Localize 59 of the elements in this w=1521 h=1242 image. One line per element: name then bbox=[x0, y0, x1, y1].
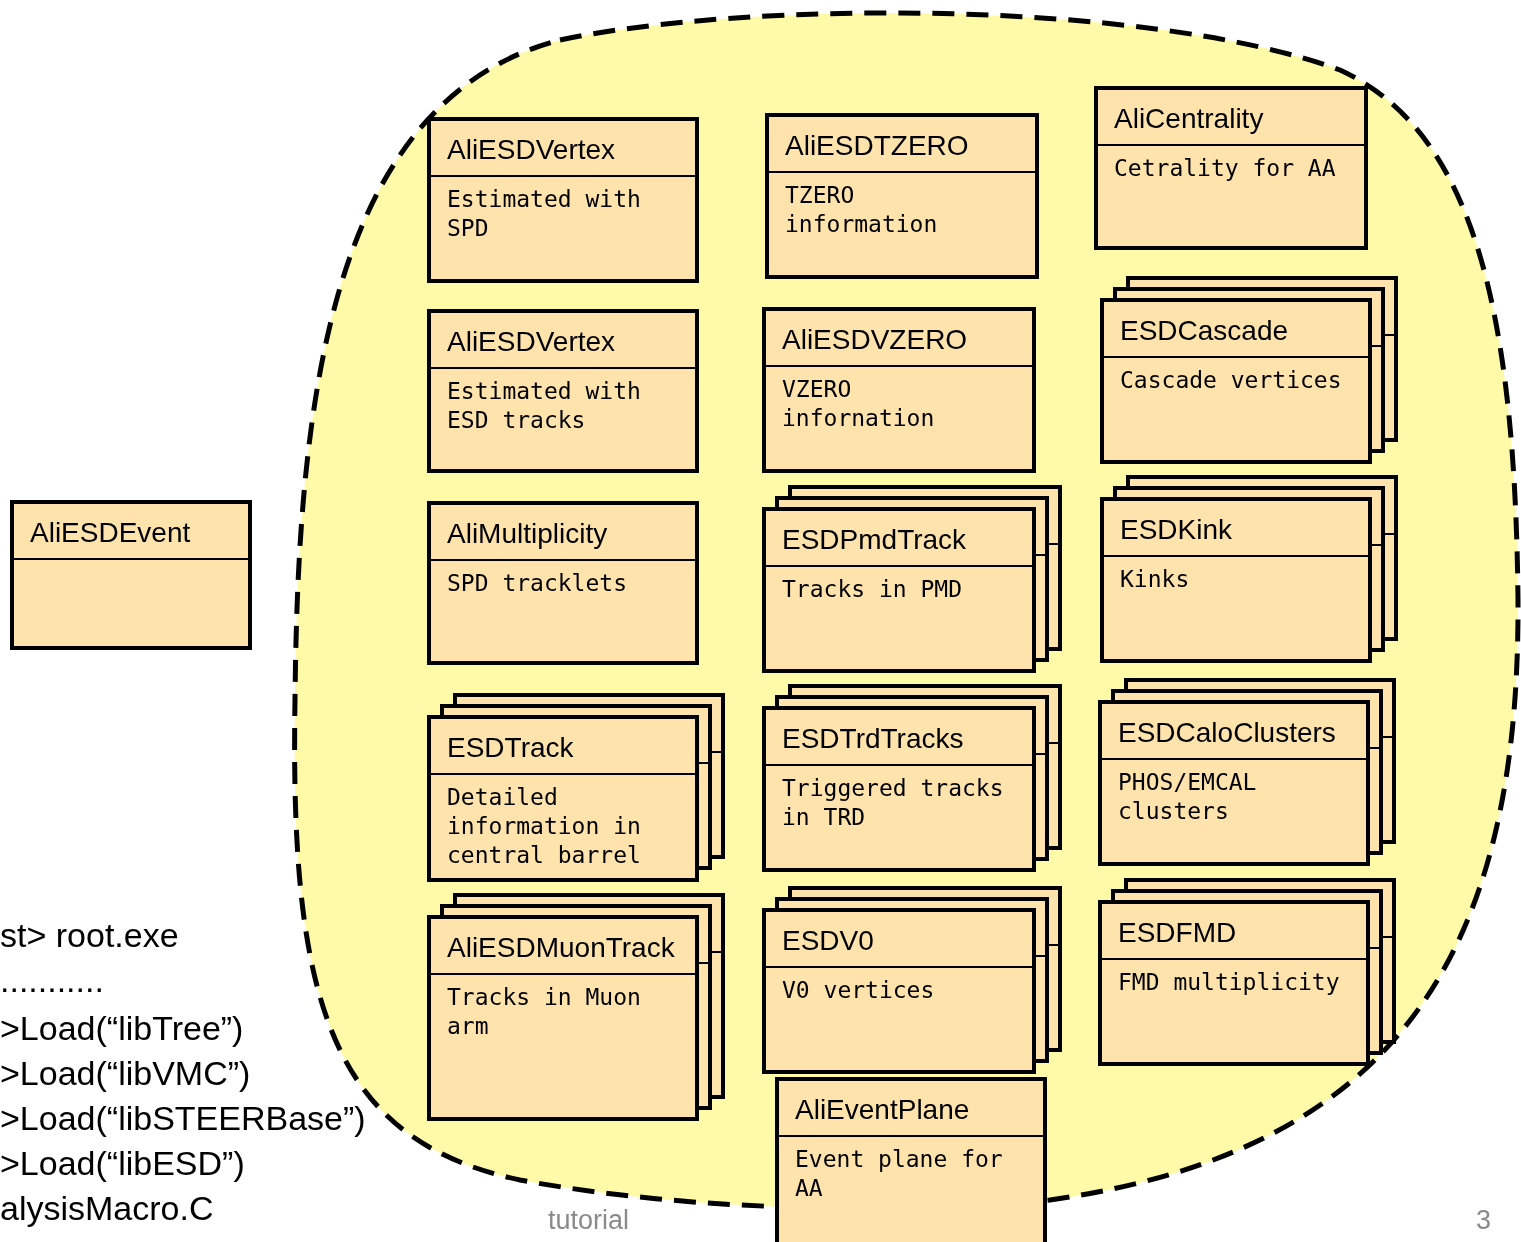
class-name: ESDKink bbox=[1104, 501, 1368, 557]
class-description: Estimated with SPD bbox=[446, 185, 642, 243]
class-name: ESDPmdTrack bbox=[766, 511, 1032, 567]
footer-text: tutorial bbox=[548, 1204, 630, 1237]
class-name: AliESDEvent bbox=[14, 504, 248, 560]
class-name: ESDCascade bbox=[1104, 302, 1368, 358]
code-line: alysisMacro.C bbox=[0, 1188, 214, 1229]
class-box bbox=[1094, 86, 1368, 250]
class-box bbox=[762, 307, 1036, 473]
class-description: Event plane for AA bbox=[794, 1145, 1004, 1203]
class-box bbox=[1098, 700, 1370, 866]
code-line: ........... bbox=[0, 960, 104, 1001]
class-box bbox=[1100, 497, 1372, 663]
class-name: ESDTrdTracks bbox=[766, 710, 1032, 766]
class-box bbox=[762, 908, 1036, 1074]
class-name: AliESDMuonTrack bbox=[431, 919, 695, 975]
class-box bbox=[427, 715, 699, 882]
class-description: FMD multiplicity bbox=[1117, 968, 1341, 997]
class-name: AliMultiplicity bbox=[431, 505, 695, 561]
class-description: Kinks bbox=[1119, 565, 1191, 594]
class-box bbox=[427, 309, 699, 473]
code-line: >Load(“libSTEERBase”) bbox=[0, 1098, 366, 1139]
code-line: st> root.exe bbox=[0, 915, 179, 956]
class-box bbox=[1098, 900, 1370, 1066]
class-description: Tracks in Muon arm bbox=[446, 983, 642, 1041]
class-description: Triggered tracks in TRD bbox=[781, 774, 1005, 832]
class-description: PHOS/EMCAL clusters bbox=[1117, 768, 1258, 826]
class-description: Detailed information in central barrel bbox=[446, 783, 642, 870]
class-name: AliCentrality bbox=[1098, 90, 1364, 146]
class-description: V0 vertices bbox=[781, 976, 936, 1005]
class-box bbox=[427, 117, 699, 283]
class-description: Cascade vertices bbox=[1119, 366, 1343, 395]
class-name: AliESDVertex bbox=[431, 121, 695, 177]
class-name: AliEventPlane bbox=[779, 1081, 1043, 1137]
class-name: ESDV0 bbox=[766, 912, 1032, 968]
class-name: AliESDVZERO bbox=[766, 311, 1032, 367]
class-box bbox=[1100, 298, 1372, 464]
class-box bbox=[765, 113, 1039, 279]
class-box bbox=[762, 507, 1036, 673]
code-line: >Load(“libTree”) bbox=[0, 1008, 244, 1049]
class-name: AliESDVertex bbox=[431, 313, 695, 369]
class-description: SPD tracklets bbox=[446, 569, 628, 598]
class-name: ESDTrack bbox=[431, 719, 695, 775]
class-description: TZERO information bbox=[784, 181, 939, 239]
class-name: ESDCaloClusters bbox=[1102, 704, 1366, 760]
class-description: Tracks in PMD bbox=[781, 575, 963, 604]
class-name: AliESDTZERO bbox=[769, 117, 1035, 173]
class-box bbox=[775, 1077, 1047, 1242]
class-description: Cetrality for AA bbox=[1113, 154, 1337, 183]
class-box bbox=[10, 500, 252, 650]
code-line: >Load(“libVMC”) bbox=[0, 1053, 251, 1094]
page-number: 3 bbox=[1476, 1204, 1492, 1237]
class-box bbox=[427, 501, 699, 665]
class-box bbox=[427, 915, 699, 1121]
class-name: ESDFMD bbox=[1102, 904, 1366, 960]
class-description: Estimated with ESD tracks bbox=[446, 377, 642, 435]
code-line: >Load(“libESD”) bbox=[0, 1143, 245, 1184]
class-box bbox=[762, 706, 1036, 872]
class-description: VZERO infornation bbox=[781, 375, 936, 433]
